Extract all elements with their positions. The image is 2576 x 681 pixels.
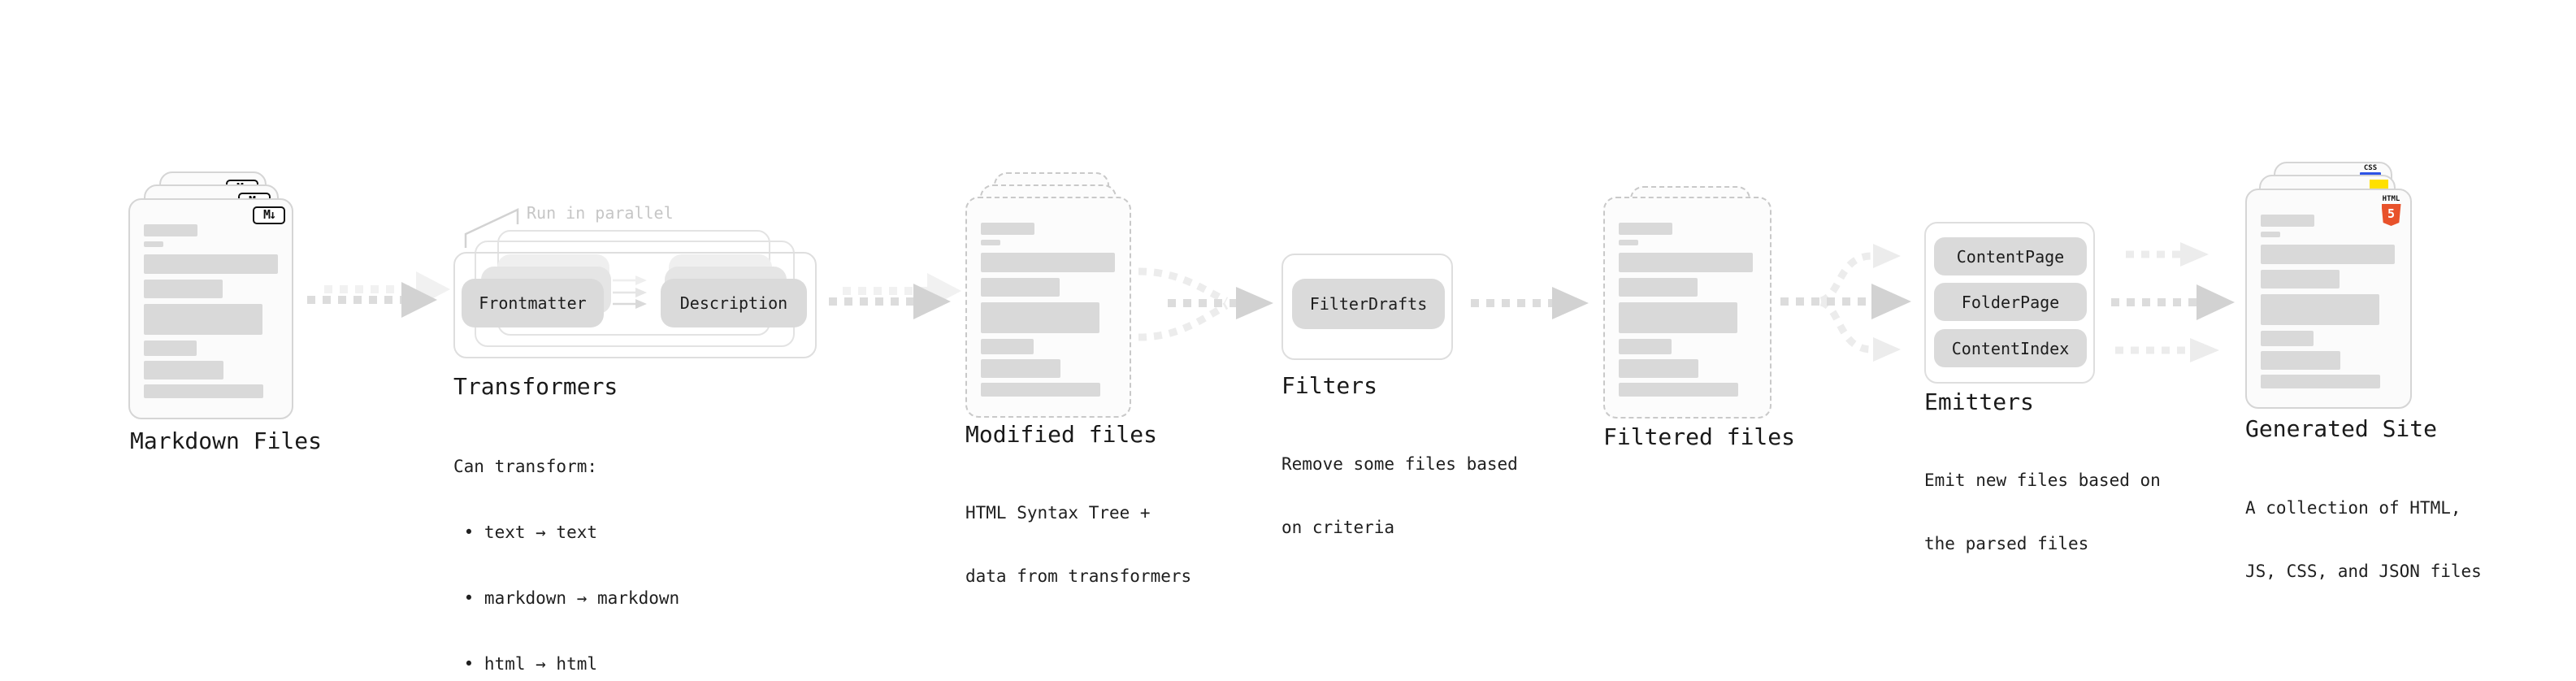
- desc-line: • text → text: [453, 523, 598, 542]
- skeleton-bar: [1619, 383, 1738, 397]
- stage-label-modified-files: Modified files: [965, 421, 1158, 448]
- file-card-front: M↓: [128, 198, 293, 419]
- skeleton-bar: [981, 383, 1100, 397]
- skeleton-bar: [144, 241, 163, 247]
- skeleton-bar: [981, 359, 1060, 378]
- skeleton-bar: [1619, 359, 1698, 378]
- skeleton-bar: [981, 302, 1099, 333]
- stage-label-markdown-files: Markdown Files: [130, 427, 323, 454]
- desc-line: the parsed files: [1924, 534, 2089, 553]
- stage-desc-modified-files: HTML Syntax Tree + data from transformer…: [965, 460, 1191, 629]
- skeleton-bar: [1619, 339, 1672, 354]
- skeleton-bar: [144, 384, 263, 398]
- desc-line: on criteria: [1281, 518, 1395, 537]
- desc-line: data from transformers: [965, 566, 1192, 586]
- desc-line: Can transform:: [453, 457, 598, 476]
- stage-label-filtered-files: Filtered files: [1603, 423, 1796, 450]
- transformer-pill-description: Description: [661, 279, 807, 327]
- js-icon: [2370, 180, 2388, 189]
- html5-icon: HTML 5: [2381, 196, 2401, 226]
- stage-label-transformers: Transformers: [453, 373, 618, 400]
- skeleton-bar: [2261, 245, 2395, 264]
- skeleton-bar: [1619, 253, 1753, 272]
- skeleton-bar: [144, 254, 278, 274]
- desc-line: Remove some files based: [1281, 454, 1518, 474]
- skeleton-bar: [2261, 232, 2280, 237]
- skeleton-bar: [2261, 270, 2340, 288]
- skeleton-bar: [144, 304, 262, 335]
- stage-desc-emitters: Emit new files based on the parsed files: [1924, 427, 2161, 596]
- note-run-in-parallel: Run in parallel: [527, 203, 674, 223]
- desc-line: HTML Syntax Tree +: [965, 503, 1151, 523]
- file-card-front: [965, 197, 1131, 418]
- stage-desc-generated-site: A collection of HTML, JS, CSS, and JSON …: [2245, 455, 2482, 624]
- stage-label-filters: Filters: [1281, 372, 1378, 399]
- skeleton-bar: [2261, 294, 2379, 325]
- skeleton-bar: [2261, 351, 2340, 370]
- skeleton-bar: [981, 223, 1034, 235]
- skeleton-bar: [1619, 278, 1698, 297]
- arrow-transformers-to-modified: [829, 273, 961, 319]
- arrow-filters-to-filtered: [1471, 287, 1589, 319]
- skeleton-bar: [981, 240, 1000, 245]
- skeleton-bar: [981, 253, 1115, 272]
- desc-line: JS, CSS, and JSON files: [2245, 562, 2482, 581]
- skeleton-bar: [1619, 223, 1672, 235]
- parallel-arrows-icon: [613, 275, 647, 309]
- transformer-pill-frontmatter: Frontmatter: [462, 279, 604, 327]
- desc-line: Emit new files based on: [1924, 471, 2161, 490]
- arrow-filtered-to-emitters: [1780, 244, 1911, 362]
- transformer-group-front: [453, 252, 817, 358]
- skeleton-bar: [2261, 331, 2314, 346]
- markdown-icon: M↓: [253, 206, 285, 224]
- skeleton-bar: [2261, 215, 2314, 227]
- emitter-pill-contentindex: ContentIndex: [1934, 329, 2087, 367]
- arrow-emitters-to-generated: [2111, 242, 2235, 362]
- skeleton-bar: [981, 339, 1034, 354]
- css-icon: CSS: [2360, 165, 2381, 176]
- emitter-pill-folderpage: FolderPage: [1934, 283, 2087, 321]
- skeleton-bar: [144, 340, 197, 356]
- skeleton-bar: [1619, 302, 1737, 333]
- desc-line: • html → html: [453, 654, 598, 674]
- arrow-markdown-to-transformers: [307, 271, 450, 318]
- stage-label-emitters: Emitters: [1924, 388, 2034, 415]
- arrow-modified-to-filters: [1138, 267, 1273, 341]
- stage-desc-transformers: Can transform: • text → text • markdown …: [453, 412, 679, 681]
- emitter-pill-contentpage: ContentPage: [1934, 237, 2087, 275]
- skeleton-bar: [144, 280, 223, 298]
- note-callout-line: [464, 208, 519, 248]
- desc-line: A collection of HTML,: [2245, 498, 2461, 518]
- file-card-front: HTML 5: [2245, 189, 2412, 409]
- skeleton-bar: [144, 224, 197, 236]
- skeleton-bar: [1619, 240, 1638, 245]
- stage-label-generated-site: Generated Site: [2245, 415, 2438, 442]
- filter-pill-filterdrafts: FilterDrafts: [1292, 279, 1445, 329]
- skeleton-bar: [144, 361, 223, 380]
- desc-line: • markdown → markdown: [453, 588, 680, 608]
- file-card-front: [1603, 197, 1772, 419]
- stage-desc-filters: Remove some files based on criteria: [1281, 411, 1518, 580]
- skeleton-bar: [2261, 375, 2380, 388]
- skeleton-bar: [981, 278, 1060, 297]
